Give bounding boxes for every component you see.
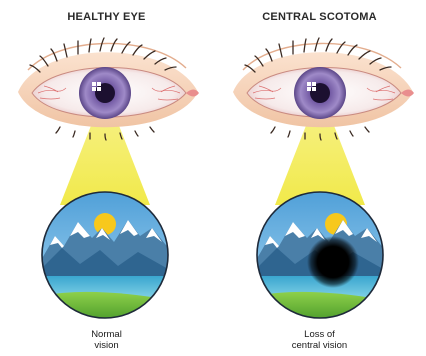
caption-line-2: vision	[0, 340, 213, 351]
normal-vision-scene	[40, 190, 170, 320]
loss-of-vision-caption: Loss of central vision	[213, 329, 426, 351]
scotoma-eye-group	[233, 38, 414, 320]
scotoma-spot	[307, 236, 359, 288]
normal-vision-caption: Normal vision	[0, 329, 213, 351]
impaired-vision-scene	[255, 190, 385, 320]
caption-line-1: Loss of	[213, 329, 426, 340]
caption-line-2: central vision	[213, 340, 426, 351]
healthy-eye-group	[18, 38, 199, 320]
caption-line-1: Normal	[0, 329, 213, 340]
